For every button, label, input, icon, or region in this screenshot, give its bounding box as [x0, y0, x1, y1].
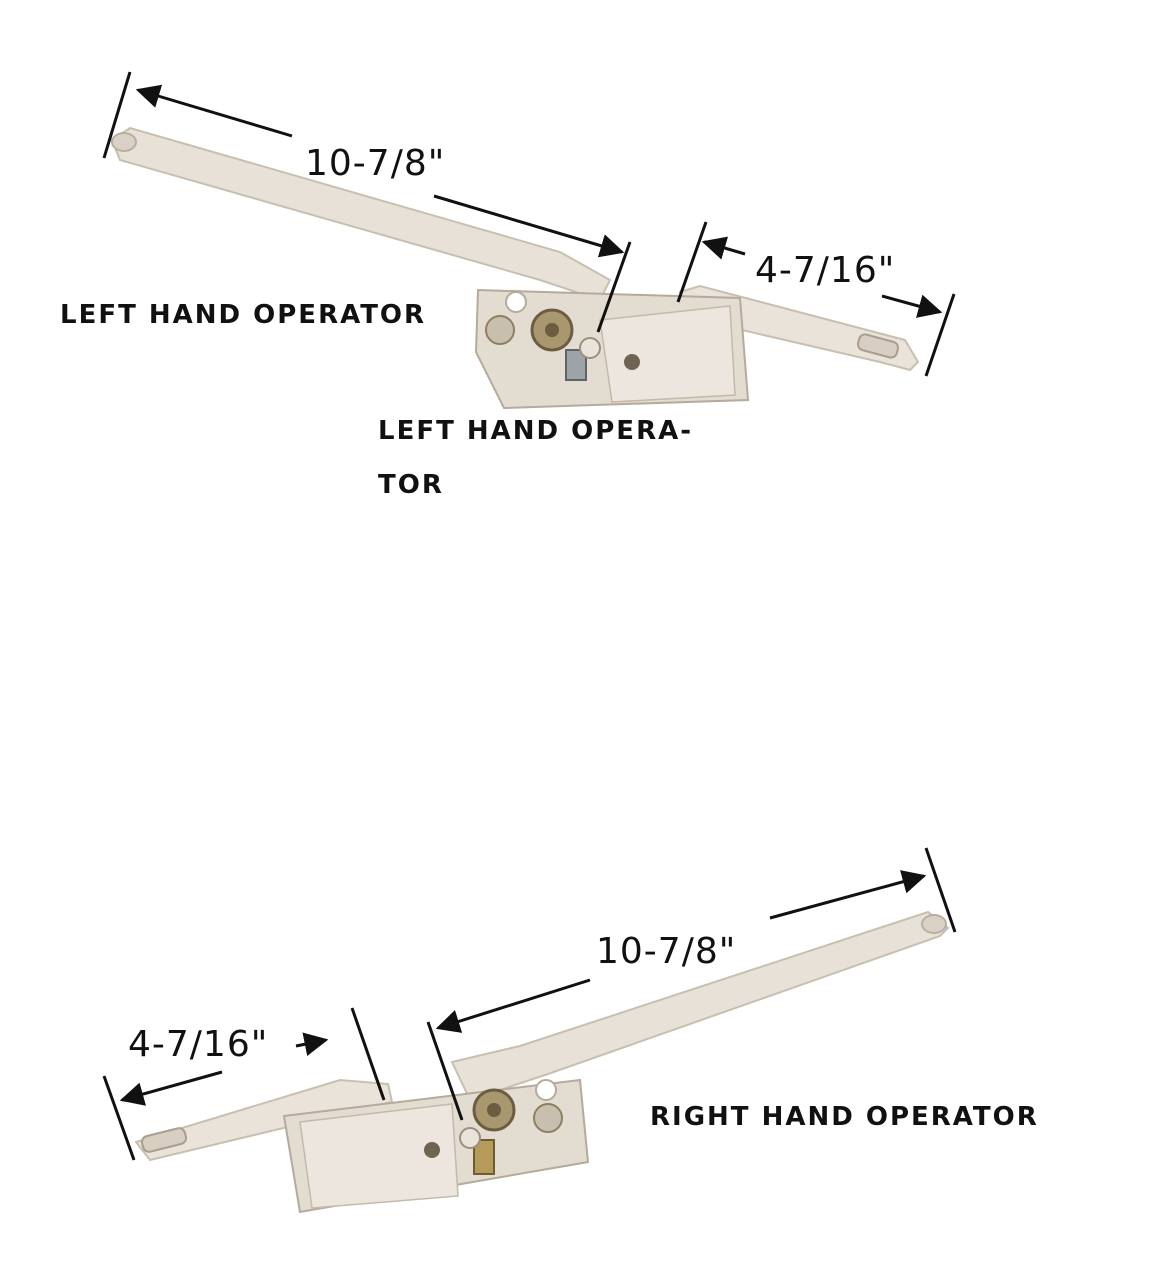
left-hand-operator-caption-line2: TOR	[378, 470, 444, 500]
long-arm-end-tick	[596, 241, 632, 333]
idler-gear	[485, 315, 515, 345]
short-arm-dimension: 4-7/16"	[755, 250, 895, 291]
short-arm-end-tick	[350, 1007, 386, 1101]
short-arm-shoe	[856, 333, 900, 359]
left-hand-operator-label: LEFT HAND OPERATOR	[60, 300, 427, 330]
short-arm-dimension: 4-7/16"	[128, 1024, 268, 1065]
idler-gear	[533, 1103, 563, 1133]
right-hand-operator-label: RIGHT HAND OPERATOR	[650, 1102, 1039, 1132]
long-arm-end-pivot	[111, 132, 137, 152]
long-arm-dimension: 10-7/8"	[305, 143, 445, 184]
short-arm-end-tick	[924, 293, 956, 377]
long-arm-arrow-right	[769, 870, 927, 920]
cover-screw-hole	[424, 1142, 440, 1158]
long-arm-arrow-left	[135, 84, 293, 138]
crank-stud	[565, 349, 587, 381]
short-arm-shoe	[140, 1127, 188, 1153]
gear-hub	[487, 1103, 501, 1117]
long-arm-dimension: 10-7/8"	[596, 931, 736, 972]
stud-collar	[579, 337, 601, 359]
left-hand-operator-caption-line1: LEFT HAND OPERA-	[378, 416, 694, 446]
long-arm	[110, 126, 612, 302]
left-hand-operator-illustration: 10-7/8" 4-7/16"	[102, 71, 956, 410]
gear-hub	[545, 323, 559, 337]
cover-screw-hole	[624, 354, 640, 370]
long-arm-end-tick	[924, 847, 957, 933]
short-arm-arrow-left	[119, 1070, 223, 1106]
mount-hole	[505, 291, 527, 313]
crank-stud	[473, 1139, 495, 1175]
short-arm-arrow-left	[701, 236, 746, 260]
mount-hole	[535, 1079, 557, 1101]
housing-cover	[299, 1103, 459, 1209]
housing-cover	[599, 305, 736, 403]
short-arm-start-tick	[676, 221, 708, 303]
short-arm-arrow-right	[295, 1032, 329, 1057]
long-arm-start-tick	[426, 1021, 464, 1121]
long-arm-end-pivot	[921, 914, 947, 934]
right-hand-operator-illustration: 10-7/8" 4-7/16"	[102, 847, 957, 1214]
short-arm-start-tick	[102, 1075, 136, 1161]
long-arm-arrow-right	[433, 194, 625, 258]
short-arm	[134, 1078, 394, 1162]
short-arm-arrow-right	[881, 294, 943, 318]
stud-collar	[459, 1127, 481, 1149]
long-arm-arrow-left	[435, 978, 591, 1033]
long-arm-start-tick	[102, 71, 132, 159]
